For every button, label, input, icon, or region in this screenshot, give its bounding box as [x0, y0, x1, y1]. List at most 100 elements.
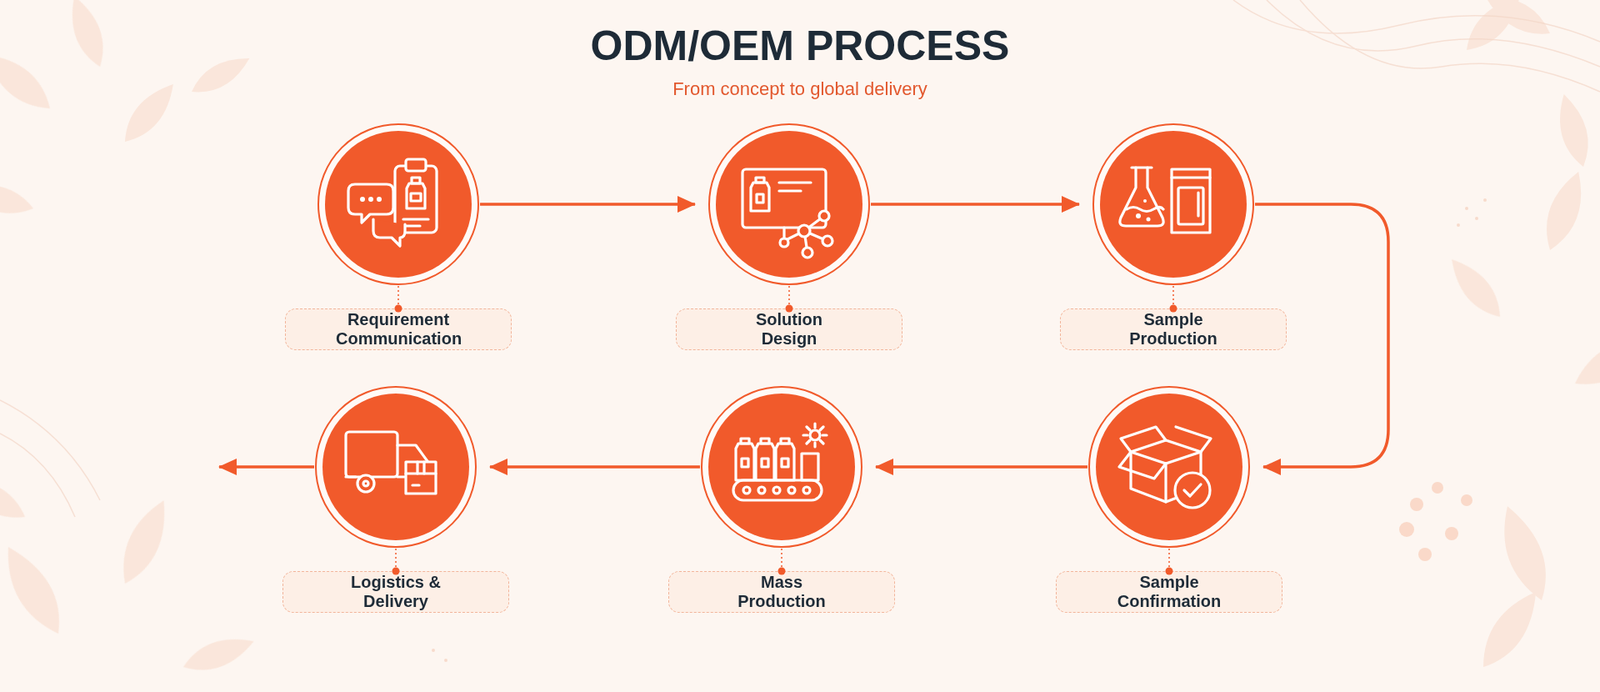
lab-icon-part	[1135, 213, 1141, 219]
leaf-decoration-part	[0, 44, 60, 120]
communication-icon-part	[368, 196, 374, 202]
process-step: Requirement Communication	[316, 122, 480, 286]
design-icon-part	[779, 180, 811, 184]
truck-icon-part	[357, 475, 375, 492]
dot-decoration-part	[431, 648, 435, 652]
leader-lines	[392, 285, 1178, 575]
leader-lines-part-part	[1172, 285, 1175, 309]
leaf-decoration-part	[1551, 90, 1595, 170]
leader-lines-part-part	[1170, 305, 1178, 313]
conveyor-icon-part	[743, 486, 750, 494]
step-ring	[1093, 124, 1254, 285]
conveyor-icon-part	[735, 443, 755, 480]
conveyor-icon-part	[755, 443, 775, 480]
leaf-decoration-part	[179, 629, 259, 679]
conveyor-icon-part	[803, 486, 810, 494]
box-check-icon-part	[1130, 451, 1201, 464]
leaf-decoration-part	[0, 468, 32, 528]
conveyor-icon-part	[733, 480, 822, 500]
flow-arrow	[870, 202, 1080, 206]
lab-icon-part	[1196, 192, 1200, 216]
process-step: Mass Production	[700, 385, 864, 549]
truck-icon-part	[405, 471, 436, 475]
truck-icon-part	[417, 461, 425, 474]
step-fill	[322, 393, 470, 540]
communication-icon	[348, 159, 437, 246]
step-label-text: Logistics & Delivery	[333, 572, 459, 611]
process-step: Logistics & Delivery	[314, 385, 478, 549]
wave-decoration-part	[0, 433, 75, 517]
communication-icon-part	[405, 159, 426, 171]
conveyor-icon-part	[801, 453, 819, 480]
leader-lines-part	[392, 285, 1178, 575]
lab-icon-part	[1131, 165, 1152, 169]
conveyor-icon-part	[781, 458, 789, 467]
conveyor-icon-part	[741, 458, 749, 467]
icon-layer-part	[345, 159, 1211, 508]
flow-arrow	[490, 465, 700, 469]
step-fill	[1095, 393, 1243, 540]
conveyor-icon-part	[780, 438, 790, 444]
dot-decoration	[431, 198, 1487, 662]
design-icon-part	[750, 182, 770, 211]
berry-decoration-part	[1399, 521, 1415, 537]
design-icon-part	[784, 230, 805, 241]
wave-decoration-part	[1233, 0, 1600, 42]
design-icon-part	[782, 227, 785, 241]
truck-icon-part	[405, 461, 436, 494]
leaf-decoration-part	[1470, 583, 1549, 676]
conveyor-icon-part	[761, 458, 769, 467]
step-label: Sample Confirmation	[1055, 570, 1283, 613]
box-check-icon-part	[1164, 463, 1167, 502]
leader-lines-part-part	[1165, 567, 1174, 575]
flow-arrow	[480, 202, 695, 206]
step-fill	[708, 393, 855, 540]
dot-decoration-part	[1483, 198, 1487, 202]
communication-icon-part	[406, 183, 425, 209]
leaf-decoration-part	[1536, 166, 1592, 255]
truck-icon-part	[345, 475, 356, 478]
step-label: Logistics & Delivery	[282, 570, 510, 613]
communication-icon-part	[348, 184, 394, 223]
wave-decoration-part	[0, 400, 100, 500]
box-check-icon-part	[1119, 451, 1166, 479]
leaf-decoration-part	[1567, 324, 1600, 396]
step-label-text: Sample Production	[1110, 310, 1236, 349]
step-label-text: Sample Confirmation	[1106, 572, 1232, 611]
conveyor-icon-part	[788, 486, 795, 494]
step-label-text: Requirement Communication	[335, 310, 461, 349]
dot-decoration-part	[1475, 216, 1479, 220]
step-label: Solution Design	[675, 308, 903, 350]
leaf-decoration-part	[1491, 500, 1558, 605]
lab-icon	[1120, 167, 1210, 233]
step-label: Requirement Communication	[285, 308, 512, 350]
leaf-decoration-part	[111, 494, 178, 590]
leaf-decoration-part	[1442, 250, 1510, 325]
berry-decoration-part	[1410, 497, 1424, 511]
design-icon-part	[804, 215, 825, 231]
flow-arrow	[875, 465, 1088, 469]
conveyor-icon-part	[775, 443, 795, 480]
step-ring	[701, 386, 862, 547]
berry-decoration-part	[1460, 494, 1473, 506]
communication-icon-part	[395, 165, 437, 233]
lab-icon-part	[1171, 175, 1210, 179]
step-circle	[707, 122, 871, 286]
design-icon-part	[822, 235, 833, 246]
process-step: Sample Confirmation	[1087, 385, 1251, 549]
leaf-decoration-part	[1479, 0, 1557, 45]
wave-decoration-part	[1266, 0, 1600, 67]
conveyor-icon	[733, 423, 827, 500]
step-circle	[316, 122, 480, 286]
communication-icon-part	[403, 217, 429, 220]
communication-icon-part	[376, 196, 382, 202]
box-check-icon-part	[1130, 440, 1201, 502]
step-circle	[700, 385, 864, 549]
lab-icon-part	[1171, 169, 1210, 233]
leaf-decoration-part	[0, 176, 37, 220]
leader-lines-part-part	[780, 548, 783, 571]
box-check-icon-part	[1175, 472, 1210, 508]
design-icon	[742, 169, 833, 258]
